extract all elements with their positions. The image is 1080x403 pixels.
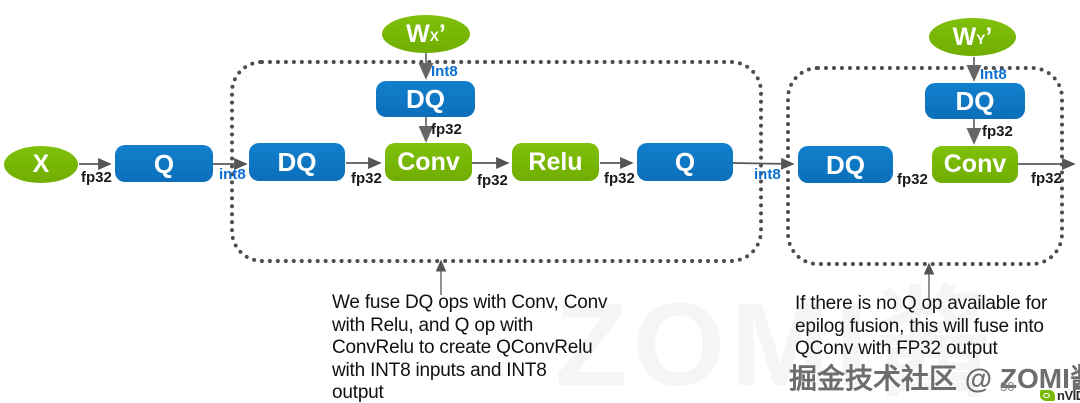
node-wx-apostrophe: ’ bbox=[438, 19, 446, 48]
node-conv1-label: Conv bbox=[397, 147, 460, 176]
edge-label-fp32-wx: fp32 bbox=[431, 121, 462, 138]
edge-label-int8-a: int8 bbox=[219, 166, 246, 183]
node-dq-wx: DQ bbox=[376, 81, 475, 117]
edge-label-fp32-out: fp32 bbox=[1031, 170, 1062, 187]
nvidia-logo: nVIDIA bbox=[1040, 388, 1080, 403]
node-dq1: DQ bbox=[249, 143, 345, 181]
nvidia-logo-text: nVIDIA bbox=[1057, 388, 1080, 403]
node-dq1-label: DQ bbox=[277, 147, 317, 177]
node-wy-main: W bbox=[952, 22, 977, 51]
node-q2: Q bbox=[637, 143, 733, 181]
note-fusion-qconv: If there is no Q op available for epilog… bbox=[795, 293, 1048, 359]
node-dq-wy: DQ bbox=[925, 83, 1025, 119]
note-fusion-qconvrelu: We fuse DQ ops with Conv, Conv with Relu… bbox=[332, 292, 608, 403]
edge-label-fp32-d: fp32 bbox=[897, 171, 928, 188]
node-wy-sub: Y bbox=[976, 31, 986, 47]
node-dq2-label: DQ bbox=[826, 149, 865, 180]
fusion-group-qconvrelu bbox=[230, 60, 763, 263]
node-wx-sub: X bbox=[429, 28, 439, 44]
node-relu-label: Relu bbox=[528, 147, 583, 176]
node-dq-wx-label: DQ bbox=[406, 84, 445, 114]
edge-label-fp32-a: fp32 bbox=[351, 170, 382, 187]
edge-label-int8-wy: Int8 bbox=[980, 66, 1007, 83]
node-input-x: X bbox=[4, 146, 78, 183]
page-number: 30 bbox=[1000, 379, 1015, 394]
node-conv1: Conv bbox=[385, 143, 472, 181]
node-q1: Q bbox=[115, 145, 213, 182]
node-wy-apostrophe: ’ bbox=[985, 22, 993, 51]
site-watermark: 掘金技术社区 @ ZOMI酱 bbox=[789, 363, 1080, 394]
node-q1-label: Q bbox=[153, 148, 175, 179]
node-relu: Relu bbox=[512, 143, 599, 181]
nvidia-eye-icon bbox=[1040, 390, 1055, 401]
edge-label-fp32-x: fp32 bbox=[81, 169, 112, 186]
node-wx-main: W bbox=[406, 19, 430, 48]
edge-label-int8-wx: Int8 bbox=[431, 63, 458, 80]
node-conv2-label: Conv bbox=[943, 150, 1007, 178]
node-conv2: Conv bbox=[932, 146, 1018, 183]
edge-label-fp32-b: fp32 bbox=[477, 172, 508, 189]
edge-label-fp32-wy: fp32 bbox=[982, 123, 1013, 140]
node-q2-label: Q bbox=[674, 147, 696, 177]
node-input-x-label: X bbox=[32, 150, 50, 178]
node-dq2: DQ bbox=[798, 146, 893, 183]
edge-label-int8-b: int8 bbox=[754, 166, 781, 183]
edge-label-fp32-c: fp32 bbox=[604, 170, 635, 187]
node-dq-wy-label: DQ bbox=[955, 86, 995, 116]
